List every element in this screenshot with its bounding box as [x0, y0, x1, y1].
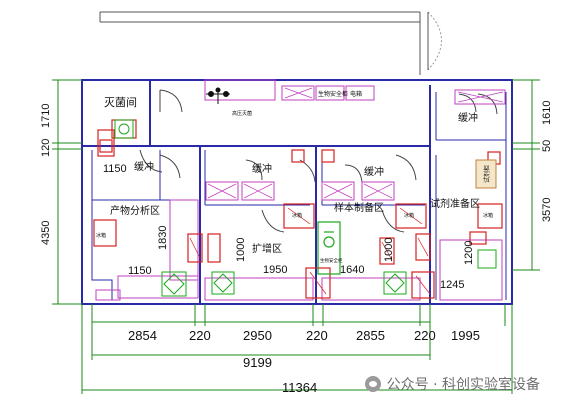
fridge-label: 冰箱: [483, 212, 493, 219]
dim-left-1710: 1710: [40, 104, 52, 128]
reagent-cabinet-label: 试剂柜: [483, 165, 491, 183]
power-box-label: 电箱: [350, 90, 362, 98]
buffer-label: 缓冲: [458, 111, 478, 124]
lab-benches: [95, 79, 506, 301]
buffer-label: 缓冲: [364, 165, 384, 178]
dim-right-50: 50: [541, 140, 553, 152]
room-amplification-label: 扩增区: [252, 242, 282, 255]
sample-cabinet-label: 冰箱: [96, 232, 106, 239]
dim-1640: 1640: [340, 264, 364, 276]
dim-bottom-2950: 2950: [243, 328, 272, 343]
biosafety-cabinet-top-label: 生物安全柜: [318, 90, 348, 98]
dim-1200: 1200: [463, 241, 475, 265]
entrance-door: [419, 11, 442, 75]
interior-walls: [82, 80, 431, 304]
watermark: 公众号 · 科创实验室设备: [364, 374, 540, 394]
fridge-label: 冰箱: [404, 212, 414, 219]
buffer-doors: [139, 89, 498, 233]
dim-1150-top: 1150: [103, 163, 127, 175]
dimension-lines: [52, 79, 540, 394]
buffer-partitions: [91, 92, 507, 300]
bench-hatching: [207, 87, 504, 199]
pass-boxes: [114, 119, 497, 297]
dim-bottom-220: 220: [306, 328, 328, 343]
red-hatching: [189, 207, 431, 295]
dim-total-inner: 9199: [243, 355, 272, 370]
buffer-label: 缓冲: [134, 160, 154, 173]
dim-bottom-2855: 2855: [356, 328, 385, 343]
dim-left-120: 120: [40, 139, 52, 157]
biosafety-cabinet-label: 生物安全柜: [320, 257, 343, 264]
dim-bottom-220: 220: [189, 328, 211, 343]
dim-bottom-1995: 1995: [451, 328, 480, 343]
watermark-text: 公众号 · 科创实验室设备: [386, 377, 540, 393]
room-sample-prep-label: 样本制备区: [334, 201, 384, 214]
fridge-label: 冰箱: [292, 212, 302, 219]
dim-right-1610: 1610: [541, 101, 553, 125]
autoclave-icon: [206, 87, 230, 104]
biosafety-cabinet-icon: [317, 221, 341, 275]
reagent-cabinet-icon: [475, 159, 497, 189]
dim-1000-left: 1000: [235, 238, 247, 262]
buffer-label: 缓冲: [252, 162, 272, 175]
autoclave-label: 高压灭菌: [232, 110, 252, 117]
room-reagent-prep-label: 试剂准备区: [430, 197, 480, 210]
dim-1245: 1245: [440, 279, 464, 291]
dim-total-outer: 11364: [282, 380, 317, 395]
dim-1150-bottom: 1150: [128, 265, 152, 277]
outer-wall: [81, 79, 513, 305]
dim-1950: 1950: [263, 264, 287, 276]
dim-left-4350: 4350: [40, 221, 52, 245]
room-product-analysis-label: 产物分析区: [110, 204, 160, 217]
dim-bottom-2854: 2854: [128, 328, 157, 343]
room-sterilize-label: 灭菌间: [104, 96, 137, 109]
dim-bottom-220: 220: [414, 328, 436, 343]
dim-1000-right: 1000: [383, 238, 395, 262]
dim-right-3570: 3570: [541, 198, 553, 222]
dim-1830: 1830: [157, 226, 169, 250]
wechat-icon: [364, 376, 381, 392]
